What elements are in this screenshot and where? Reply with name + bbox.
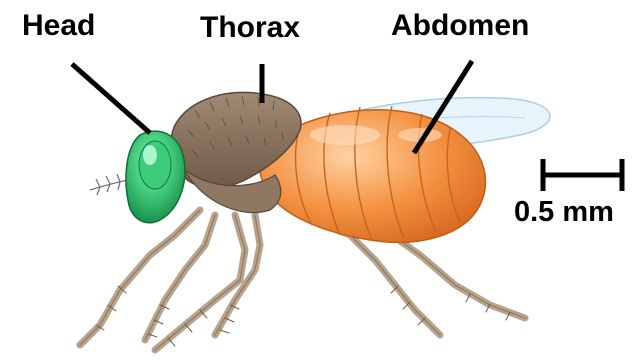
label-head: Head — [22, 11, 95, 41]
label-thorax: Thorax — [200, 13, 300, 43]
legs — [80, 210, 525, 350]
head-pointer-line — [72, 64, 150, 133]
scale-bar — [541, 159, 624, 191]
scale-bar-label: 0.5 mm — [514, 198, 614, 227]
head — [126, 131, 185, 223]
label-abdomen: Abdomen — [391, 11, 529, 41]
